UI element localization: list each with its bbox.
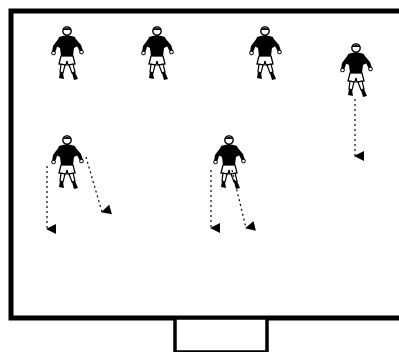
goal-box: [175, 318, 267, 352]
